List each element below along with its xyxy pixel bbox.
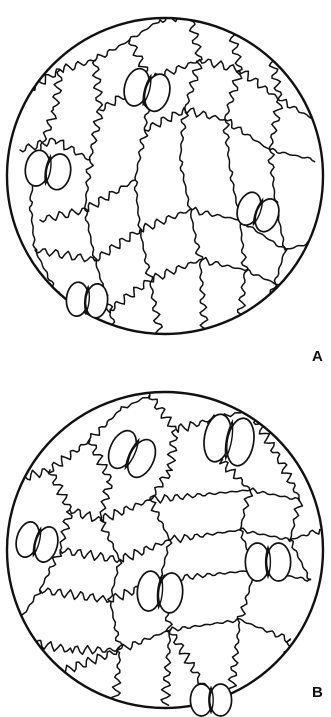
panel-a-label: A	[312, 348, 323, 365]
panel-b: B	[7, 392, 323, 716]
panel-a: A	[7, 13, 323, 365]
panel-b-stoma	[245, 543, 290, 581]
panel-b-label: B	[312, 684, 323, 701]
panel-b-stoma	[190, 684, 231, 716]
